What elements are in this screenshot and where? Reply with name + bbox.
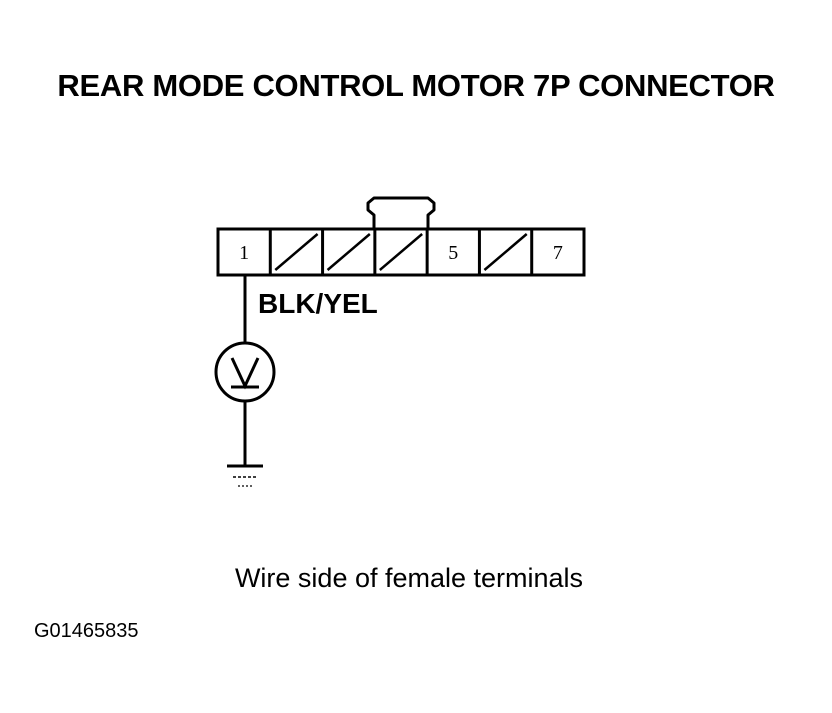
- voltmeter-icon: [214, 341, 276, 403]
- terminal-7-label: 7: [553, 242, 563, 264]
- unused-terminal-slash: [379, 233, 423, 271]
- diagram-title: REAR MODE CONTROL MOTOR 7P CONNECTOR: [57, 68, 775, 103]
- figure-id: G01465835: [34, 620, 139, 642]
- connector-terminals: 1 5 7: [239, 229, 563, 275]
- unused-terminal-slash: [274, 233, 319, 271]
- unused-terminal-slash: [483, 233, 528, 271]
- terminal-1-label: 1: [239, 242, 249, 264]
- diagram-caption: Wire side of female terminals: [234, 563, 584, 593]
- ground-icon: [227, 464, 263, 487]
- wire-color-label: BLK/YEL: [258, 288, 378, 319]
- terminal-5-label: 5: [448, 242, 458, 264]
- connector-lock-tab: [366, 196, 436, 229]
- unused-terminal-slash: [326, 233, 371, 271]
